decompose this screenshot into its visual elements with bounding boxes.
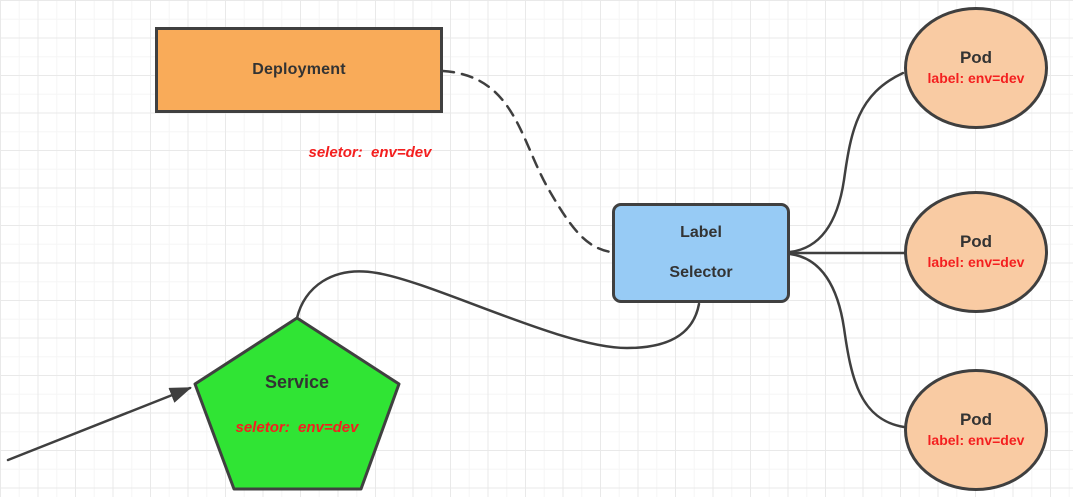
label-selector-line2: Selector [669, 264, 733, 281]
pod-1-title: Pod [959, 48, 993, 68]
pod-node-3: Pod label: env=dev [904, 369, 1048, 491]
edge-service-to-selector [295, 270, 701, 350]
service-pentagon-shape [193, 316, 401, 491]
edge-selector-to-pod-1 [788, 71, 905, 254]
deployment-selector-note: seletor: env=dev [308, 144, 432, 161]
edge-arrow-to-service [6, 386, 192, 462]
pod-1-label: label: env=dev [927, 69, 1025, 86]
pod-3-title: Pod [959, 410, 993, 430]
edge-selector-to-pod-3 [788, 252, 906, 429]
service-selector-note: seletor: env=dev [235, 419, 359, 436]
pod-2-label: label: env=dev [927, 253, 1025, 270]
label-selector-node: Label Selector [612, 203, 790, 303]
service-label: Service [264, 372, 330, 392]
deployment-node: Deployment [155, 27, 443, 113]
pod-3-label: label: env=dev [927, 431, 1025, 448]
label-selector-line1: Label [680, 224, 722, 241]
edge-deployment-to-selector [441, 69, 613, 254]
deployment-label: Deployment [252, 61, 346, 78]
pod-2-title: Pod [959, 232, 993, 252]
pod-node-2: Pod label: env=dev [904, 191, 1048, 313]
pod-node-1: Pod label: env=dev [904, 7, 1048, 129]
